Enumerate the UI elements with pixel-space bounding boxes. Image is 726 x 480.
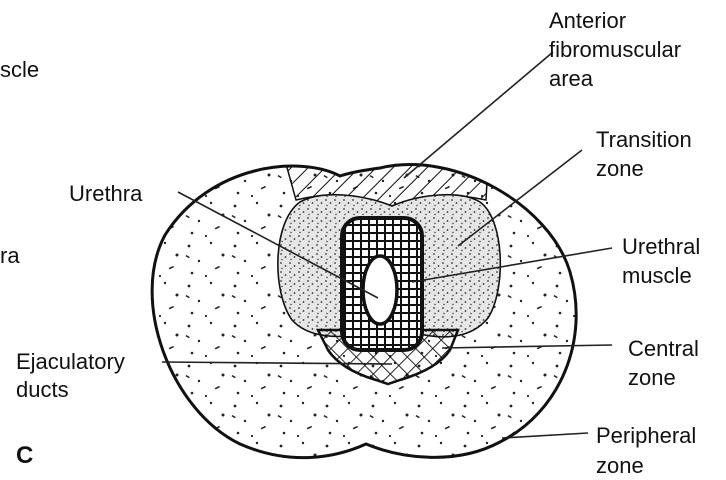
label-anterior-line1: Anterior [549, 8, 626, 33]
urethra-lumen [363, 256, 397, 324]
label-ejaculatory-line2: ducts [16, 377, 69, 402]
label-peripheral-line2: zone [596, 453, 644, 478]
label-transition-line1: Transition [596, 127, 692, 152]
label-urethra: Urethra [69, 181, 143, 206]
label-central-line1: Central [628, 336, 699, 361]
edge-fragment-urethra: ra [0, 243, 20, 268]
label-transition-line2: zone [596, 156, 644, 181]
label-urethral-muscle-line1: Urethral [622, 234, 700, 259]
label-anterior-line3: area [549, 66, 594, 91]
label-central-line2: zone [628, 365, 676, 390]
label-peripheral-line1: Peripheral [596, 423, 696, 448]
label-ejaculatory-line1: Ejaculatory [16, 349, 125, 374]
label-anterior-line2: fibromuscular [549, 37, 681, 62]
label-urethral-muscle-line2: muscle [622, 263, 692, 288]
panel-letter: C [16, 442, 33, 469]
edge-fragment-muscle: scle [0, 57, 39, 82]
leader-anterior [404, 52, 553, 178]
